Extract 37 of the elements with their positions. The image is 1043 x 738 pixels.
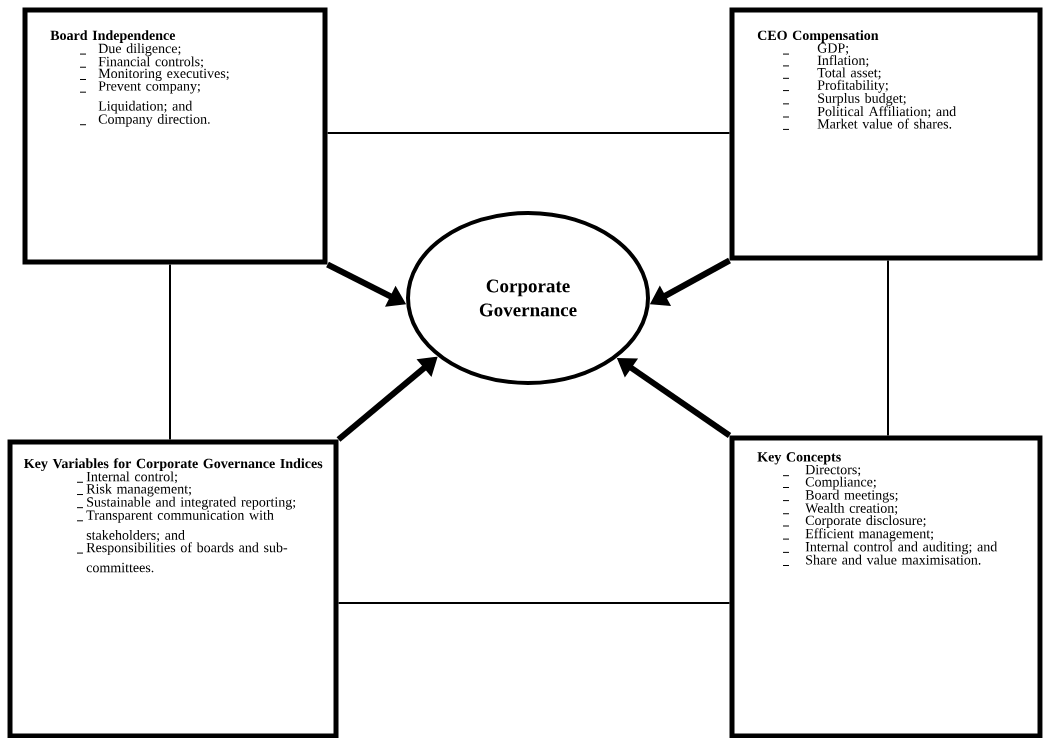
list-item: Prevent company; Liquidation; and [98,81,200,114]
connector-line [169,263,171,441]
connector-line [887,259,889,437]
list-item: Efficient management; [805,528,933,542]
text-box [729,435,1043,738]
box-heading: CEO Compensation [757,30,879,43]
list-item: Wealth creation; [805,502,898,515]
box-heading: Board Independence [50,30,176,43]
list-item: Compliance; [805,476,876,490]
text-box [7,439,339,738]
list-item: Responsibilities of boards and sub-committees. [86,542,288,573]
list-item: Due diligence; [98,43,181,57]
list-item: GDP; [817,43,849,55]
list-item: Market value of shares. [817,118,952,129]
text-box [729,7,1043,261]
list-item: Total asset; [817,67,881,80]
list-item: Sustainable and integrated reporting; [87,496,296,510]
list-item: Company direction. [98,113,210,127]
list-item: Board meetings; [805,489,898,503]
text-box [22,7,328,265]
connector-line [337,602,731,604]
list-item: Risk management; [86,483,191,497]
list-item: Monitoring executives; [98,68,229,81]
list-item: Corporate disclosure; [805,515,926,528]
list-item: Directors; [805,464,861,477]
connector-line [326,132,731,134]
box-heading: Key Concepts [757,452,841,465]
list-item: Transparent communication with stakeholders; and [86,510,274,542]
list-item: Inflation; [817,55,869,68]
list-item: Political Affiliation; and [817,106,956,119]
list-item: Internal control and auditing; and [805,541,998,555]
list-item: Surplus budget; [818,93,906,106]
list-item: Internal control; [86,471,177,484]
list-item: Share and value maximisation. [806,554,981,565]
list-item: Profitability; [817,79,888,93]
list-item: Financial controls; [98,56,203,69]
box-heading: Key Variables for Corporate Governance Indices [24,458,323,472]
